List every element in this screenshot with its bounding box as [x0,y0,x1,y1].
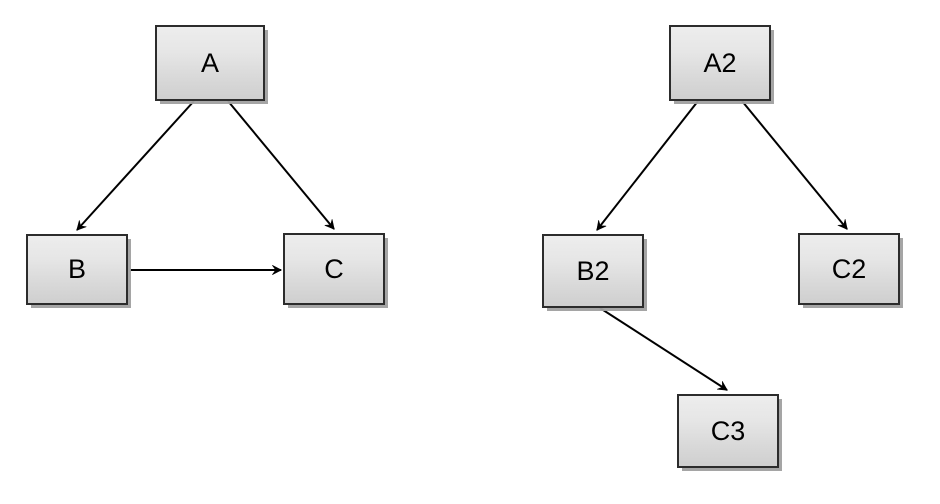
node-b2-label: B2 [576,255,610,286]
node-c2[interactable]: C2 [798,233,900,305]
node-a2[interactable]: A2 [669,25,771,101]
node-c3-label: C3 [710,415,746,446]
node-b-label: B [67,254,86,284]
edge-a-b[interactable] [76,100,195,231]
node-c2-label: C2 [831,253,867,284]
node-a-label: A [200,47,219,78]
node-a2-label: A2 [703,47,737,78]
edge-group [76,100,848,391]
node-b[interactable]: B [26,234,128,305]
node-a[interactable]: A [155,25,265,101]
edge-a-c[interactable] [227,100,335,230]
node-c-label: C [324,253,344,284]
edge-a2-c2[interactable] [741,100,848,230]
node-c[interactable]: C [283,233,385,305]
edge-b2-c3[interactable] [599,307,728,391]
node-b2[interactable]: B2 [542,234,644,308]
edge-a2-b2[interactable] [596,100,699,231]
node-c3[interactable]: C3 [677,394,779,468]
